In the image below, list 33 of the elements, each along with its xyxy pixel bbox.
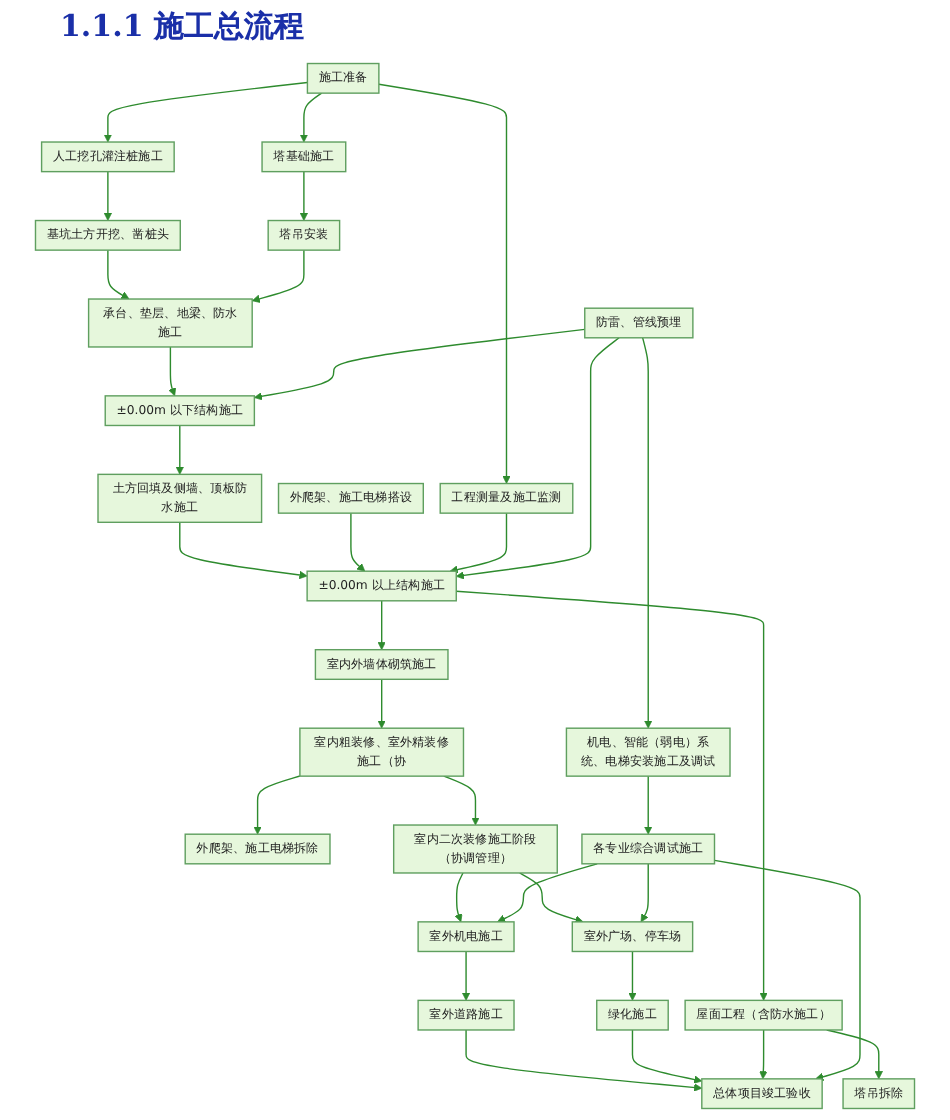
arrow xyxy=(628,950,637,1001)
arrow xyxy=(179,521,308,580)
arrow xyxy=(640,863,649,923)
arrow xyxy=(455,337,620,580)
arrow xyxy=(253,775,301,835)
arrow xyxy=(641,337,653,729)
arrow xyxy=(103,81,309,143)
arrow xyxy=(377,678,386,729)
arrow xyxy=(175,424,184,475)
arrow xyxy=(350,512,366,572)
arrow xyxy=(449,512,508,574)
arrow xyxy=(465,1029,703,1092)
arrow xyxy=(378,83,511,484)
arrow xyxy=(299,170,309,221)
arrow xyxy=(454,872,464,923)
arrow xyxy=(497,863,598,923)
arrow xyxy=(461,950,471,1001)
arrow xyxy=(518,872,584,924)
arrow xyxy=(377,600,386,651)
arrow xyxy=(254,328,586,401)
diagram-title: 1.1.1 施工总流程 xyxy=(60,8,304,46)
arrow xyxy=(713,859,861,1081)
arrow xyxy=(251,249,305,303)
arrow xyxy=(107,249,130,300)
arrow xyxy=(455,590,768,1001)
arrow xyxy=(644,775,653,835)
arrow xyxy=(759,1029,768,1080)
arrow xyxy=(443,775,480,826)
arrow xyxy=(168,346,177,397)
arrow xyxy=(299,92,323,143)
arrow xyxy=(826,1029,883,1080)
arrow xyxy=(103,170,112,221)
arrow xyxy=(631,1029,703,1084)
